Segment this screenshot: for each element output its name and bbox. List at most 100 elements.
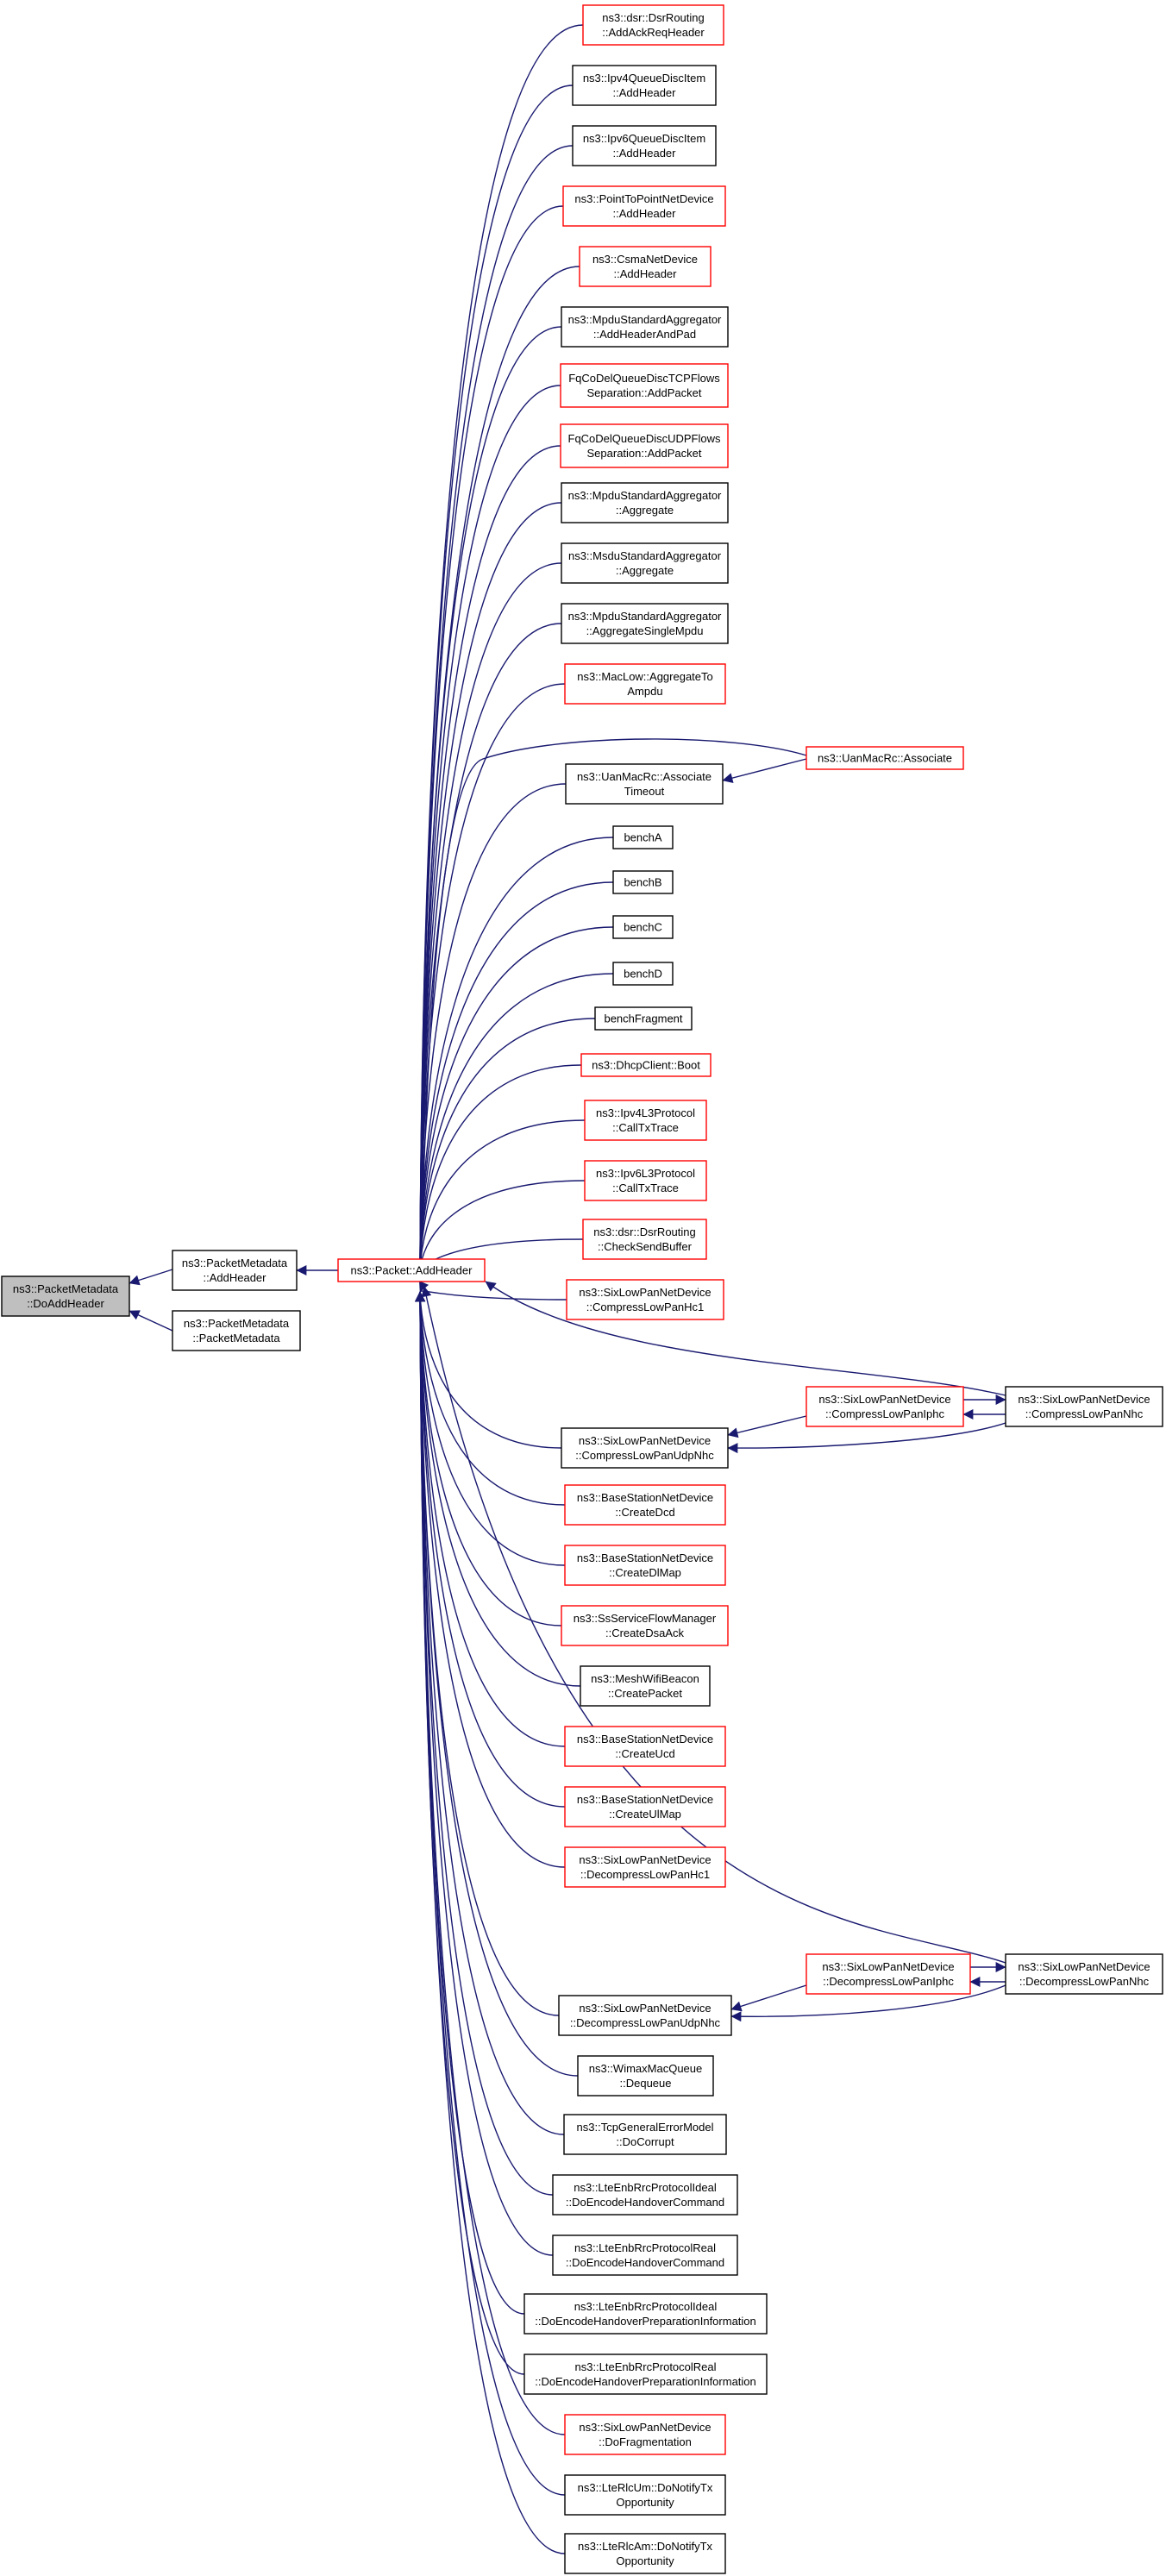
node-ipv4qdi[interactable]: ns3::Ipv4QueueDiscItem::AddHeader xyxy=(572,65,717,106)
node-csma[interactable]: ns3::CsmaNetDevice::AddHeader xyxy=(579,246,712,287)
node-label-line: ns3::LteEnbRrcProtocolReal xyxy=(574,2241,716,2254)
node-bs-dcd[interactable]: ns3::BaseStationNetDevice::CreateDcd xyxy=(564,1484,726,1526)
node-box xyxy=(1005,1953,1163,1995)
edge-dsr-addackreq-to-packet-addheader xyxy=(415,24,584,1272)
node-label-line: ::CompressLowPanHc1 xyxy=(586,1301,705,1313)
edge-bs-dcd-to-packet-addheader xyxy=(415,1291,566,1506)
node-box xyxy=(561,482,729,523)
node-label-line: Timeout xyxy=(624,785,665,798)
node-ipv6l3[interactable]: ns3::Ipv6L3Protocol::CallTxTrace xyxy=(584,1160,707,1201)
node-bs-ucd[interactable]: ns3::BaseStationNetDevice::CreateUcd xyxy=(564,1726,726,1767)
node-box xyxy=(561,1427,729,1469)
node-label-line: Ampdu xyxy=(627,685,662,698)
node-six-frag[interactable]: ns3::SixLowPanNetDevice::DoFragmentation xyxy=(564,2414,726,2455)
edge-six-hc1-to-packet-addheader xyxy=(419,1281,567,1301)
node-box xyxy=(561,603,729,644)
edge-lte-real-hc-to-packet-addheader xyxy=(415,1291,554,2256)
node-mpdu-aggregate[interactable]: ns3::MpduStandardAggregator::Aggregate xyxy=(561,482,729,523)
edge-benchfragment-to-packet-addheader xyxy=(415,1018,596,1272)
node-six-hc1[interactable]: ns3::SixLowPanNetDevice::CompressLowPanH… xyxy=(566,1279,724,1320)
node-label-line: ::CreateUcd xyxy=(615,1747,674,1760)
node-label-line: benchC xyxy=(624,920,662,933)
nodes-layer: ns3::PacketMetadata::DoAddHeaderns3::Pac… xyxy=(1,4,1163,2574)
node-benchb[interactable]: benchB xyxy=(612,870,674,894)
node-ipv4l3[interactable]: ns3::Ipv4L3Protocol::CallTxTrace xyxy=(584,1100,707,1141)
node-label-line: ::CreateDcd xyxy=(615,1506,674,1519)
node-box xyxy=(612,962,674,986)
node-box xyxy=(1005,1386,1163,1427)
node-six-dhc1[interactable]: ns3::SixLowPanNetDevice::DecompressLowPa… xyxy=(564,1846,726,1888)
node-wimax-dequeue[interactable]: ns3::WimaxMacQueue::Dequeue xyxy=(577,2055,714,2097)
node-label-line: ::CreatePacket xyxy=(608,1687,682,1700)
node-box xyxy=(561,306,729,348)
node-doaddheader: ns3::PacketMetadata::DoAddHeader xyxy=(1,1275,130,1317)
node-label-line: ns3::PointToPointNetDevice xyxy=(574,192,713,205)
node-label-line: ::DoEncodeHandoverPreparationInformation xyxy=(535,2315,756,2328)
node-fq-tcp[interactable]: FqCoDelQueueDiscTCPFlowsSeparation::AddP… xyxy=(560,363,729,408)
node-label-line: ::AddHeaderAndPad xyxy=(593,328,696,341)
node-label-line: ns3::SixLowPanNetDevice xyxy=(822,1960,954,1973)
node-label-line: ns3::LteRlcUm::DoNotifyTx xyxy=(578,2481,713,2494)
node-tcp-docorrupt[interactable]: ns3::TcpGeneralErrorModel::DoCorrupt xyxy=(563,2114,727,2155)
node-dhcp[interactable]: ns3::DhcpClient::Boot xyxy=(580,1053,712,1077)
node-six-dnhc[interactable]: ns3::SixLowPanNetDevice::DecompressLowPa… xyxy=(1005,1953,1163,1995)
node-box xyxy=(1,1275,130,1317)
node-msdu-aggregate[interactable]: ns3::MsduStandardAggregator::Aggregate xyxy=(561,542,729,584)
node-meshwifi[interactable]: ns3::MeshWifiBeacon::CreatePacket xyxy=(580,1665,711,1707)
node-six-dudpnhc[interactable]: ns3::SixLowPanNetDevice::DecompressLowPa… xyxy=(558,1995,732,2036)
node-uan-associate[interactable]: ns3::UanMacRc::Associate xyxy=(806,746,964,770)
node-label-line: ns3::PacketMetadata xyxy=(184,1317,290,1330)
node-label-line: Separation::AddPacket xyxy=(587,447,702,460)
node-bs-ulmap[interactable]: ns3::BaseStationNetDevice::CreateUlMap xyxy=(564,1786,726,1827)
node-lte-real-hc[interactable]: ns3::LteEnbRrcProtocolReal::DoEncodeHand… xyxy=(552,2234,738,2276)
node-dsr-addackreq[interactable]: ns3::dsr::DsrRouting::AddAckReqHeader xyxy=(582,4,724,46)
edge-fq-udp-to-packet-addheader xyxy=(415,445,561,1272)
node-label-line: ::DecompressLowPanIphc xyxy=(823,1975,954,1988)
node-bencha[interactable]: benchA xyxy=(612,825,674,849)
edge-meshwifi-to-packet-addheader xyxy=(415,1291,581,1687)
node-pm-packetmetadata[interactable]: ns3::PacketMetadata::PacketMetadata xyxy=(172,1310,301,1351)
node-mpdu-single[interactable]: ns3::MpduStandardAggregator::AggregateSi… xyxy=(561,603,729,644)
node-label-line: ::CompressLowPanIphc xyxy=(825,1407,945,1420)
edge-six-dhc1-to-packet-addheader xyxy=(415,1291,566,1868)
node-label-line: FqCoDelQueueDiscUDPFlows xyxy=(568,432,721,445)
node-label-line: ns3::SsServiceFlowManager xyxy=(574,1612,717,1625)
node-label-line: ns3::DhcpClient::Boot xyxy=(592,1058,700,1071)
node-benchfragment[interactable]: benchFragment xyxy=(594,1006,693,1031)
node-benchd[interactable]: benchD xyxy=(612,962,674,986)
edge-ipv6l3-to-packet-addheader xyxy=(415,1180,586,1272)
node-label-line: FqCoDelQueueDiscTCPFlows xyxy=(568,372,720,385)
node-p2p[interactable]: ns3::PointToPointNetDevice::AddHeader xyxy=(562,185,726,227)
node-lte-real-hpi[interactable]: ns3::LteEnbRrcProtocolReal::DoEncodeHand… xyxy=(523,2353,768,2395)
node-dsr-checksend[interactable]: ns3::dsr::DsrRouting::CheckSendBuffer xyxy=(582,1219,707,1260)
edge-wimax-dequeue-to-packet-addheader xyxy=(415,1291,579,2077)
node-box xyxy=(582,4,724,46)
node-box xyxy=(806,1386,964,1427)
node-six-diphc[interactable]: ns3::SixLowPanNetDevice::DecompressLowPa… xyxy=(806,1953,971,1995)
node-ss-dsaack[interactable]: ns3::SsServiceFlowManager::CreateDsaAck xyxy=(561,1605,729,1646)
node-six-nhc[interactable]: ns3::SixLowPanNetDevice::CompressLowPanN… xyxy=(1005,1386,1163,1427)
node-label-line: ::DoEncodeHandoverCommand xyxy=(566,2196,724,2209)
node-six-udpnhc[interactable]: ns3::SixLowPanNetDevice::CompressLowPanU… xyxy=(561,1427,729,1469)
node-packet-addheader[interactable]: ns3::Packet::AddHeader xyxy=(337,1258,486,1282)
edge-six-dnhc-to-six-dudpnhc xyxy=(730,1984,1006,2022)
node-ipv6qdi[interactable]: ns3::Ipv6QueueDiscItem::AddHeader xyxy=(572,125,717,166)
node-label-line: ns3::SixLowPanNetDevice xyxy=(579,1853,711,1866)
node-bs-dlmap[interactable]: ns3::BaseStationNetDevice::CreateDlMap xyxy=(564,1545,726,1586)
node-fq-udp[interactable]: FqCoDelQueueDiscUDPFlowsSeparation::AddP… xyxy=(560,423,729,468)
node-box xyxy=(580,1665,711,1707)
node-lte-ideal-hpi[interactable]: ns3::LteEnbRrcProtocolIdeal::DoEncodeHan… xyxy=(523,2293,768,2335)
node-benchc[interactable]: benchC xyxy=(612,915,674,939)
node-label-line: ::CreateUlMap xyxy=(609,1808,681,1821)
node-lte-ideal-hc[interactable]: ns3::LteEnbRrcProtocolIdeal::DoEncodeHan… xyxy=(552,2174,738,2216)
node-box xyxy=(564,2474,726,2516)
node-box xyxy=(564,1846,726,1888)
node-pm-addheader[interactable]: ns3::PacketMetadata::AddHeader xyxy=(172,1250,298,1291)
node-six-iphc[interactable]: ns3::SixLowPanNetDevice::CompressLowPanI… xyxy=(806,1386,964,1427)
node-mpdu-addheaderandpad[interactable]: ns3::MpduStandardAggregator::AddHeaderAn… xyxy=(561,306,729,348)
